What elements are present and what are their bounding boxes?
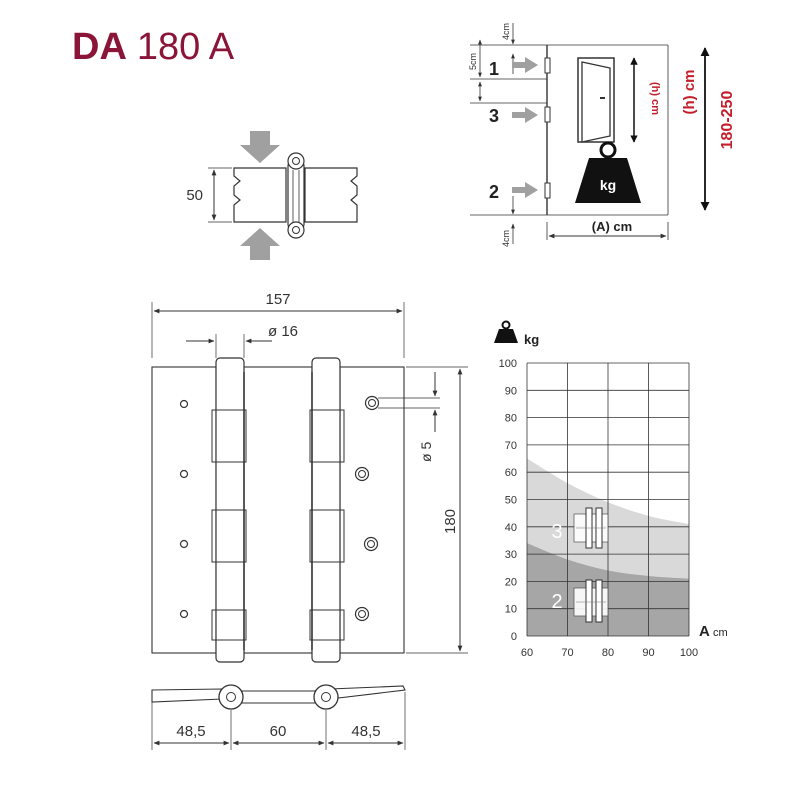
y-tick-label: 0: [511, 631, 517, 643]
door-height-small-label: (h) cm: [649, 82, 661, 115]
y-tick-label: 40: [505, 522, 517, 534]
front-leaf-right: [339, 366, 405, 654]
chart-ylabel: kg: [524, 332, 539, 347]
barrel-diameter-label: ø 16: [268, 323, 298, 340]
front-leaf-middle: [243, 366, 313, 654]
screw-hole: [179, 399, 189, 409]
y-tick-label: 60: [505, 467, 517, 479]
y-tick-label: 20: [505, 576, 517, 588]
y-tick-label: 100: [499, 358, 517, 370]
barrel-right: [309, 357, 345, 663]
screw-hole: [179, 609, 189, 619]
chart-weight-icon: [494, 320, 518, 343]
side-view: 48,5 60 48,5: [151, 684, 406, 750]
weight-label: kg: [600, 177, 616, 193]
leaf-right: [304, 167, 358, 223]
load-chart: kg 60 70 80 90 100 0 10 20 30 40 50 60 70 80 90 100 A c…: [494, 320, 728, 659]
zone-3-label: 3: [551, 521, 562, 543]
spacing-bottom-label: 4cm: [501, 230, 511, 247]
chart-hinge-icon-2: [573, 579, 609, 623]
hinge-mark-2: [544, 182, 551, 199]
zone-2-label: 2: [551, 591, 562, 613]
barrel-left: [211, 357, 247, 663]
side-knuckle-right: [313, 684, 339, 710]
press-arrow-bottom: [240, 228, 280, 260]
width-157-label: 157: [265, 291, 290, 308]
door-scheme: 4cm 5cm 4cm 1 3 2 (h) cm kg (A) cm (h) c…: [468, 23, 736, 247]
x-tick-label: 80: [602, 647, 614, 659]
x-tick-label: 60: [521, 647, 533, 659]
hinge-body: [287, 159, 305, 231]
hinge-mark-3: [544, 106, 551, 123]
y-tick-label: 10: [505, 604, 517, 616]
screw-hole: [179, 469, 189, 479]
x-tick-label: 100: [680, 647, 698, 659]
side-knuckle-left: [218, 684, 244, 710]
x-tick-label: 90: [642, 647, 654, 659]
title-suffix: 180 A: [136, 26, 235, 68]
y-tick-label: 50: [505, 495, 517, 507]
door-height-range-label: 180-250: [719, 91, 736, 150]
side-dim-middle: 60: [270, 723, 287, 740]
hinge-3-label: 3: [489, 106, 499, 126]
hinge-1-label: 1: [489, 59, 499, 79]
y-tick-label: 90: [505, 385, 517, 397]
chart-hinge-icon-3: [573, 507, 609, 549]
x-tick-label: 70: [561, 647, 573, 659]
screw-hole: [179, 539, 189, 549]
thickness-view: 50: [186, 131, 358, 260]
side-dim-left: 48,5: [176, 723, 205, 740]
hinge-2-label: 2: [489, 182, 499, 202]
arrow-hinge-1: [512, 57, 538, 73]
leaf-left: [233, 167, 287, 223]
pivot-top: [287, 152, 305, 170]
front-leaf-left: [151, 366, 217, 654]
press-arrow-top: [240, 131, 280, 163]
spacing-top-label: 4cm: [501, 23, 511, 40]
height-180-label: 180: [442, 509, 459, 534]
side-dim-right: 48,5: [351, 723, 380, 740]
weight-icon: [575, 158, 641, 203]
chart-xlabel: A: [699, 623, 710, 640]
spacing-mid-label: 5cm: [468, 53, 478, 70]
dim-50-label: 50: [186, 187, 203, 204]
hinge-mark-1: [544, 57, 551, 74]
side-leaf: [151, 685, 406, 704]
y-tick-label: 70: [505, 440, 517, 452]
y-tick-label: 30: [505, 549, 517, 561]
arrow-hinge-2: [512, 182, 538, 198]
title-model: DA: [72, 26, 127, 68]
y-tick-label: 80: [505, 413, 517, 425]
pivot-bottom: [287, 221, 305, 239]
arrow-hinge-3: [512, 107, 538, 123]
front-view: 157 ø 16: [151, 291, 468, 663]
door-width-label: (A) cm: [592, 219, 632, 234]
door-height-big-label: (h) cm: [681, 70, 698, 115]
chart-xunit: cm: [713, 627, 728, 639]
hole-diameter-label: ø 5: [418, 442, 434, 462]
